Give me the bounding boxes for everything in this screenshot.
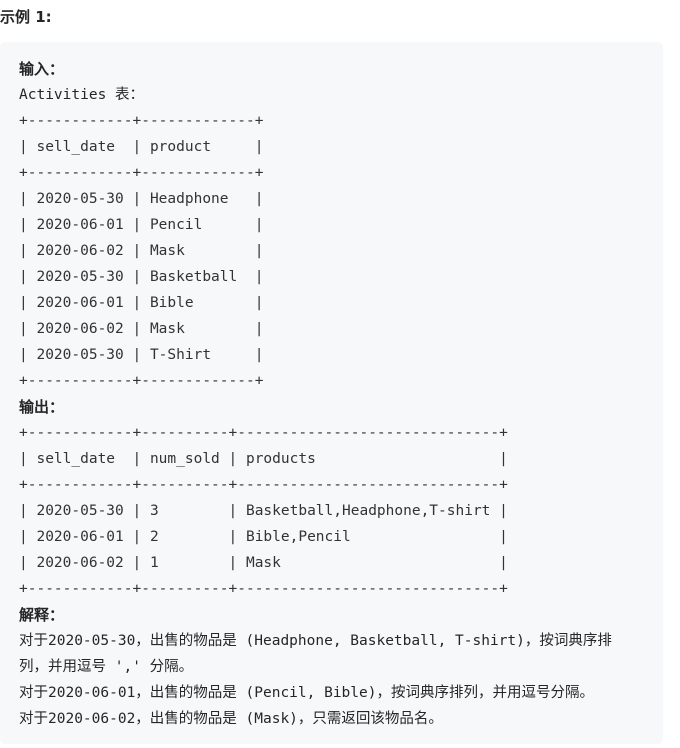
table-border-line: +------------+----------+---------------…: [19, 425, 508, 441]
explanation-line: 对于2020-05-30，出售的物品是 (Headphone, Basketba…: [19, 633, 612, 649]
example-content: 输入： Activities 表： +------------+--------…: [19, 56, 659, 732]
output-label: 输出：: [19, 398, 65, 416]
input-table-caption: Activities 表：: [19, 87, 145, 103]
input-label: 输入：: [19, 60, 65, 78]
table-row: | 2020-05-30 | Basketball |: [19, 269, 264, 285]
explanation-line: 列，并用逗号 ',' 分隔。: [19, 659, 194, 675]
explanation: 对于2020-05-30，出售的物品是 (Headphone, Basketba…: [19, 628, 659, 732]
example-box: [0, 42, 663, 744]
table-row: | 2020-05-30 | Headphone |: [19, 191, 264, 207]
explanation-line: 对于2020-06-02，出售的物品是 (Mask)，只需返回该物品名。: [19, 711, 443, 727]
table-row: | 2020-06-02 | 1 | Mask |: [19, 555, 508, 571]
table-border-line: +------------+----------+---------------…: [19, 477, 508, 493]
table-border-line: +------------+-------------+: [19, 165, 264, 181]
explanation-label: 解释：: [19, 606, 65, 624]
table-row: | 2020-06-02 | Mask |: [19, 321, 264, 337]
table-border-line: +------------+-------------+: [19, 113, 264, 129]
table-row: | 2020-06-01 | 2 | Bible,Pencil |: [19, 529, 508, 545]
table-row: | 2020-06-01 | Bible |: [19, 295, 264, 311]
table-border-line: +------------+-------------+: [19, 373, 264, 389]
table-border-line: +------------+----------+---------------…: [19, 581, 508, 597]
input-table: +------------+-------------+ | sell_date…: [19, 108, 659, 394]
table-row: | 2020-05-30 | 3 | Basketball,Headphone,…: [19, 503, 508, 519]
table-row: | 2020-05-30 | T-Shirt |: [19, 347, 264, 363]
table-row: | 2020-06-02 | Mask |: [19, 243, 264, 259]
output-table: +------------+----------+---------------…: [19, 420, 659, 602]
table-header-row: | sell_date | num_sold | products |: [19, 451, 508, 467]
example-heading: 示例 1:: [0, 8, 52, 26]
explanation-line: 对于2020-06-01，出售的物品是 (Pencil, Bible)，按词典序…: [19, 685, 594, 701]
table-header-row: | sell_date | product |: [19, 139, 264, 155]
table-row: | 2020-06-01 | Pencil |: [19, 217, 264, 233]
